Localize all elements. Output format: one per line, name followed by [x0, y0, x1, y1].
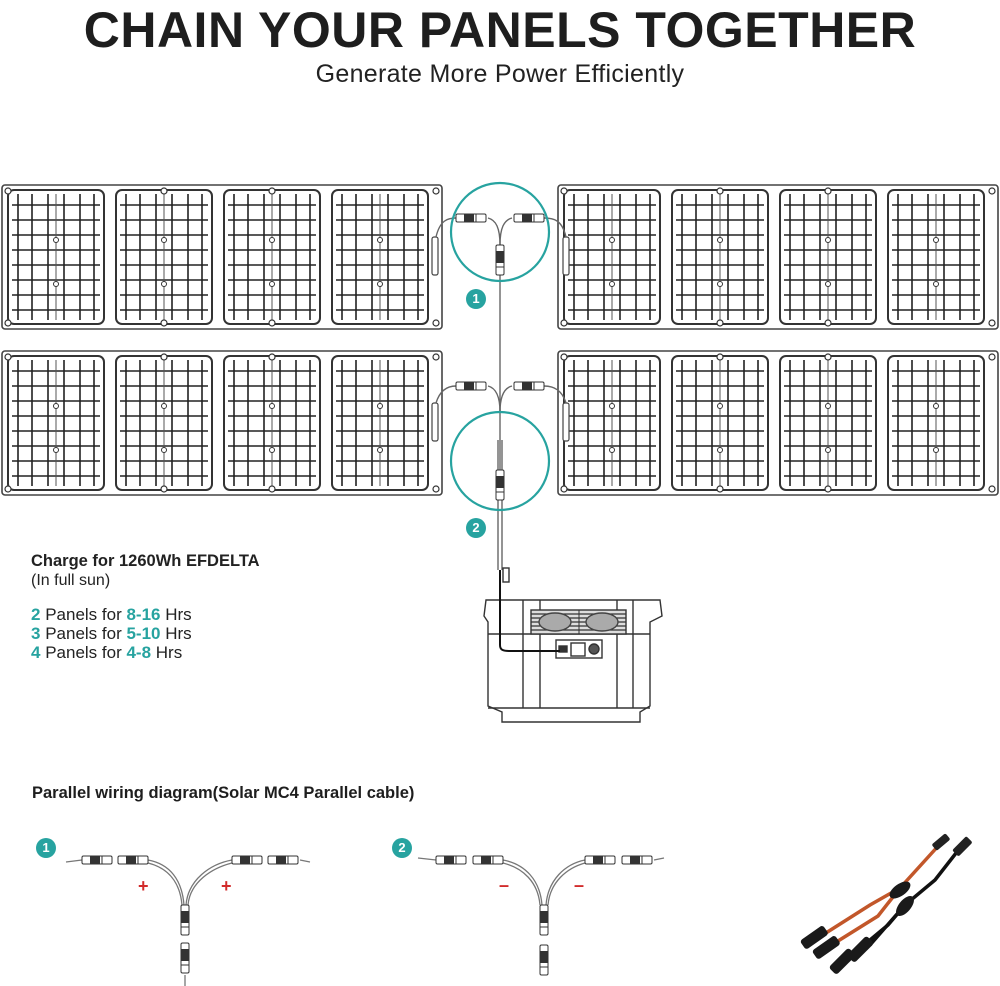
charge-heading: Charge for 1260Wh EFDELTA	[31, 552, 260, 570]
wiring-badge-2: 2	[392, 838, 412, 858]
wiring-diagram-1	[65, 859, 311, 986]
polarity-minus-left: –	[499, 875, 510, 895]
wiring-section-title: Parallel wiring diagram(Solar MC4 Parall…	[32, 784, 415, 802]
charge-row: 4 Panels for 4-8 Hrs	[31, 643, 183, 662]
power-station	[483, 567, 663, 723]
solar-panel-bottom-left	[2, 351, 442, 495]
charge-note: (In full sun)	[31, 572, 111, 589]
charge-info: Charge for 1260Wh EFDELTA (In full sun) …	[31, 552, 260, 662]
solar-panel-top-left	[2, 185, 442, 329]
page-subtitle: Generate More Power Efficiently	[315, 60, 685, 88]
polarity-plus-left: +	[138, 876, 149, 896]
polarity-plus-right: +	[221, 876, 232, 896]
product-photo-y-cable	[800, 833, 972, 974]
highlight-circle-2	[449, 410, 551, 512]
callout-badge-2: 2	[466, 518, 486, 538]
wiring-badge-1: 1	[36, 838, 56, 858]
solar-panel-bottom-right	[558, 351, 998, 495]
highlight-circle-1	[449, 181, 551, 283]
polarity-minus-right: –	[574, 875, 585, 895]
callout-badge-1: 1	[466, 289, 486, 309]
wiring-diagram-2	[417, 857, 665, 906]
page-title: CHAIN YOUR PANELS TOGETHER	[83, 2, 917, 58]
charge-row: 2 Panels for 8-16 Hrs	[31, 605, 192, 624]
solar-panel-top-right	[558, 185, 998, 329]
charge-row: 3 Panels for 5-10 Hrs	[31, 624, 192, 643]
